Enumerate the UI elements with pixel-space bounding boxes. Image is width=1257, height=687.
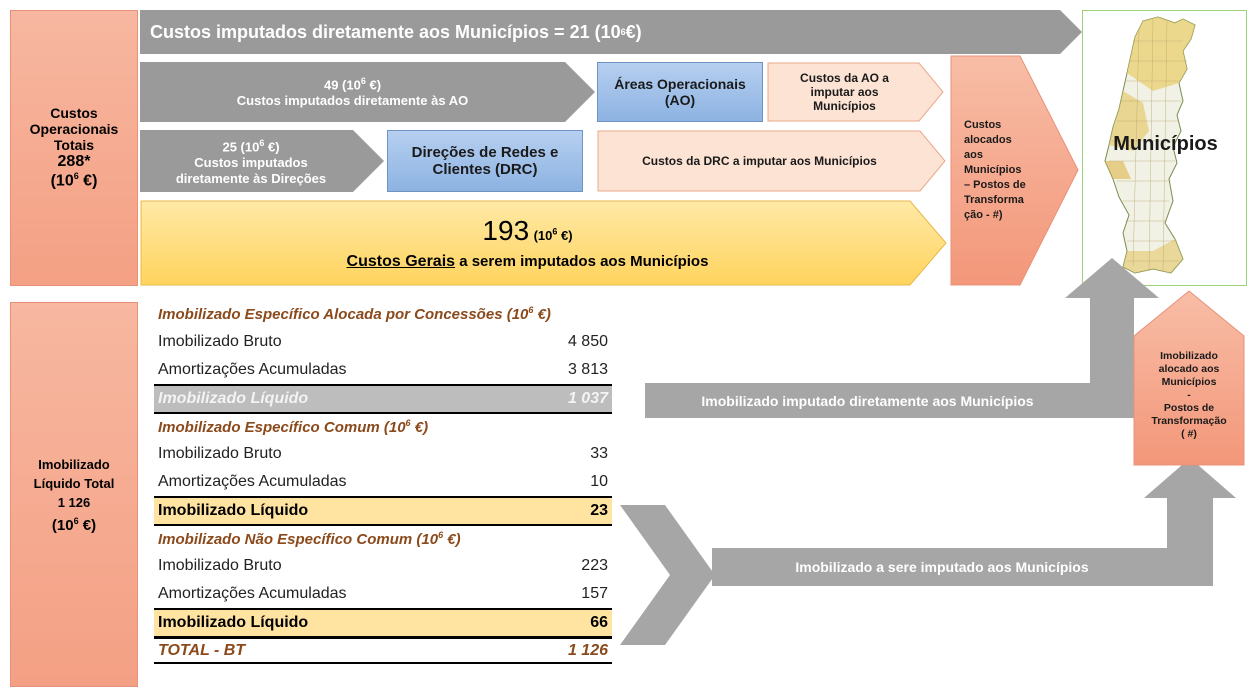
alocado-line2: alocado aos [1158, 362, 1220, 375]
municipios-label: Municípios [1113, 133, 1218, 155]
drc-line2: Clientes (DRC) [432, 161, 538, 178]
direcoes-redes-clientes-box: Direções de Redes e Clientes (DRC) [387, 130, 583, 192]
alocado-line4: - [1187, 388, 1191, 401]
arrow-custos-alocados: Custos alocados aos Municípios – Postos … [950, 55, 1080, 286]
custos-unit: (106 €) [50, 171, 98, 190]
arrow-dir-line2: diretamente às Direções [175, 171, 327, 187]
imob-line3: 1 126 [57, 494, 91, 510]
arrow-ao-label: Custos imputados diretamente às AO [236, 92, 469, 108]
alocados-line7: ção - #) [964, 209, 1003, 221]
imobilizado-alocado-box: Imobilizado alocado aos Municípios - Pos… [1133, 290, 1245, 466]
imob-imputar-text: Imobilizado a sere imputado aos Municípi… [795, 559, 1089, 575]
ao-line2: (AO) [664, 92, 696, 108]
areas-operacionais-box: Áreas Operacionais (AO) [597, 62, 763, 122]
ao-line1: Áreas Operacionais [614, 76, 746, 92]
portugal-map-image [1104, 16, 1196, 274]
alocados-line6: Transforma [964, 194, 1024, 206]
arrow-custos-ao: 49 (106 €) Custos imputados diretamente … [140, 62, 596, 122]
ao-imputar-line3: Municípios [813, 99, 876, 113]
alocado-line3: Municípios [1161, 375, 1217, 388]
imobilizado-liquido-total-box: Imobilizado Líquido Total 1 126 (106 €) [10, 302, 138, 687]
alocados-line3: aos [964, 149, 983, 161]
arrow-dir-value: 25 (106 €) [222, 137, 280, 155]
arrow-imob-direto: Imobilizado imputado diretamente aos Mun… [645, 258, 1170, 418]
alocados-line2: alocados [964, 134, 1012, 146]
alocados-line1: Custos [964, 119, 1002, 131]
arrow-custos-direcoes: 25 (106 €) Custos imputados diretamente … [140, 130, 385, 192]
alocado-line5: Postos de [1163, 401, 1215, 414]
section-title: Imobilizado Não Específico Comum (106 €) [154, 524, 612, 552]
arrow-ao-value: 49 (106 €) [323, 76, 382, 93]
gerais-label: Custos Gerais a serem imputados aos Muni… [346, 253, 709, 270]
custos-line1: Custos [50, 105, 98, 122]
custos-line3: Totais [53, 137, 95, 154]
section-title: Imobilizado Específico Comum (106 €) [154, 412, 612, 440]
gerais-unit: (106 €) [533, 226, 573, 243]
chevron-arrow-icon [620, 505, 715, 645]
arrow-custos-diretos-municipios: Custos imputados diretamente aos Municíp… [140, 10, 1083, 54]
imobilizado-table: Imobilizado Específico Alocada por Conce… [154, 300, 612, 664]
arrow-custos-ao-imputar: Custos da AO a imputar aos Municípios [767, 62, 945, 122]
municipios-map-box: Municípios [1082, 10, 1247, 286]
imob-line1: Imobilizado [38, 456, 110, 472]
arrow-dir-line1: Custos imputados [194, 155, 308, 171]
arrow-custos-drc-imputar: Custos da DRC a imputar aos Municípios [597, 130, 947, 192]
imob-direto-text: Imobilizado imputado diretamente aos Mun… [701, 392, 1034, 409]
gerais-value-line: 193 (106 €) [482, 215, 572, 247]
ao-imputar-line2: imputar aos [810, 85, 879, 99]
alocados-line5: – Postos de [964, 179, 1026, 191]
custos-operacionais-box: Custos Operacionais Totais 288* (106 €) [10, 10, 138, 286]
drc-imputar-text: Custos da DRC a imputar aos Municípios [642, 154, 877, 168]
ao-imputar-line1: Custos da AO a [800, 71, 889, 85]
imob-unit: (106 €) [51, 515, 97, 534]
drc-line1: Direções de Redes e [411, 144, 559, 161]
arrow-imob-imputar: Imobilizado a sere imputado aos Municípi… [712, 458, 1237, 586]
custos-line2: Operacionais [29, 121, 119, 138]
custos-value: 288* [57, 153, 91, 171]
section-title: Imobilizado Específico Alocada por Conce… [158, 305, 551, 323]
alocado-line1: Imobilizado [1160, 349, 1218, 362]
arrow-custos-gerais: 193 (106 €) Custos Gerais a serem imputa… [140, 200, 948, 286]
gerais-value: 193 [482, 215, 530, 246]
alocados-line4: Municípios [964, 164, 1022, 176]
imob-line2: Líquido Total [33, 475, 115, 491]
alocado-line6: Transformação [1151, 414, 1227, 427]
alocado-line7: ( #) [1181, 427, 1197, 440]
